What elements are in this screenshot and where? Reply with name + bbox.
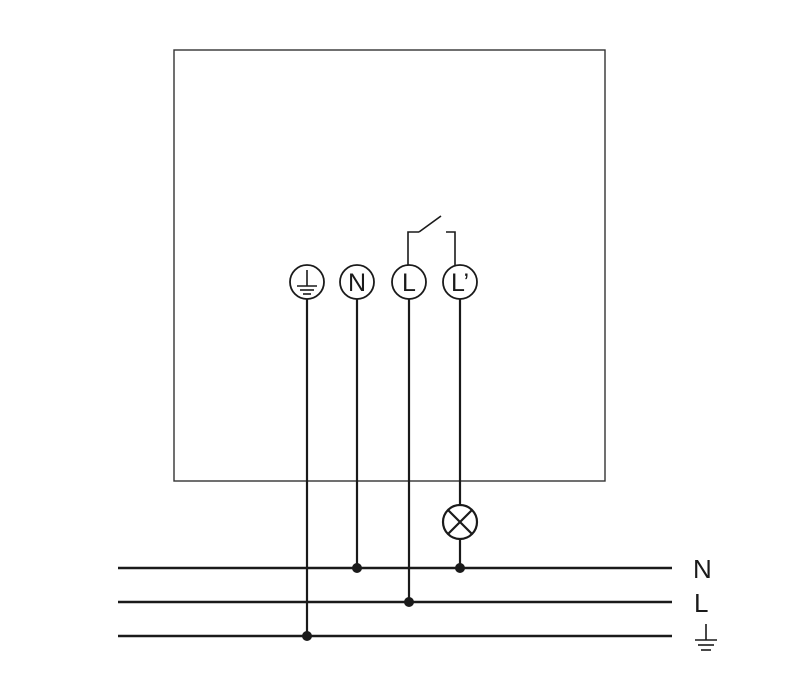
terminal-switched-live-label: L’ <box>451 269 469 297</box>
terminal-live: L <box>391 264 427 300</box>
device-enclosure <box>173 49 606 482</box>
busbar-live-label: L <box>694 588 708 618</box>
junction-live <box>404 597 414 607</box>
busbar-neutral-label: N <box>693 554 712 584</box>
terminal-neutral: N <box>339 264 375 300</box>
junction-neutral <box>352 563 362 573</box>
earth-icon <box>695 624 717 651</box>
junction-lamp-neutral <box>455 563 465 573</box>
terminal-neutral-label: N <box>348 269 366 297</box>
terminal-switched-live: L’ <box>442 264 478 300</box>
switch-contact <box>407 215 456 266</box>
terminal-earth <box>289 264 325 300</box>
lamp-icon <box>441 503 479 541</box>
terminal-live-label: L <box>402 269 416 297</box>
junction-earth <box>302 631 312 641</box>
earth-icon <box>297 270 317 295</box>
